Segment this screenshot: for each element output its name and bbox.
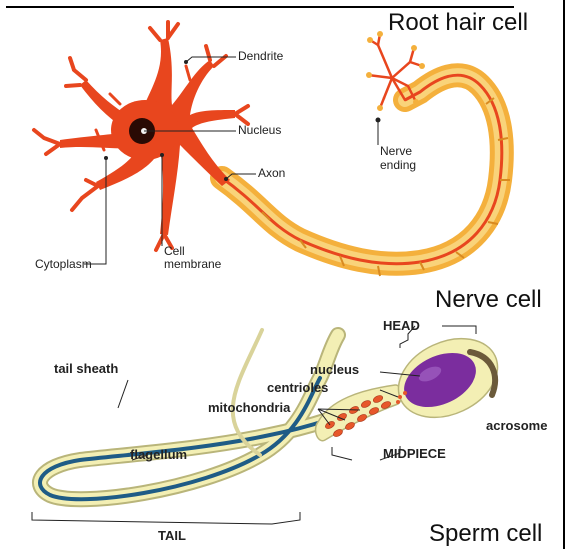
label-midpiece: MIDPIECE bbox=[383, 446, 446, 461]
nerve-ending-pointer-dot bbox=[376, 118, 381, 123]
label-head: HEAD bbox=[383, 318, 420, 333]
dendrite-pointer-dot bbox=[184, 60, 188, 64]
label-nucleus-sperm: nucleus bbox=[310, 362, 359, 377]
label-cytoplasm: Cytoplasm bbox=[35, 257, 92, 271]
label-axon: Axon bbox=[258, 166, 285, 180]
label-tail: TAIL bbox=[158, 528, 186, 543]
cytoplasm-pointer-dot bbox=[104, 156, 108, 160]
label-acrosome: acrosome bbox=[486, 418, 547, 433]
label-tail-sheath: tail sheath bbox=[54, 361, 118, 376]
label-dendrite: Dendrite bbox=[238, 49, 284, 63]
nerve-cell-illustration: Dendrite Nucleus Axon Nerve ending Cytop… bbox=[34, 22, 510, 276]
label-mitochondria: mitochondria bbox=[208, 400, 291, 415]
label-nerve-ending-line1: Nerve bbox=[380, 144, 412, 158]
label-flagellum: flagellum bbox=[130, 447, 187, 462]
sperm-cell-illustration: HEAD nucleus centrioles mitochondria acr… bbox=[32, 318, 547, 543]
label-centrioles: centrioles bbox=[267, 380, 328, 395]
label-cell-membrane-line1: Cell bbox=[164, 244, 185, 258]
membrane-pointer-dot bbox=[160, 153, 164, 157]
label-cell-membrane-line2: membrane bbox=[164, 257, 222, 271]
nerve-leader-lines bbox=[84, 57, 378, 264]
label-nucleus-nerve: Nucleus bbox=[238, 123, 281, 137]
axon-pointer-dot bbox=[224, 177, 228, 181]
label-nerve-ending-line2: ending bbox=[380, 158, 416, 172]
